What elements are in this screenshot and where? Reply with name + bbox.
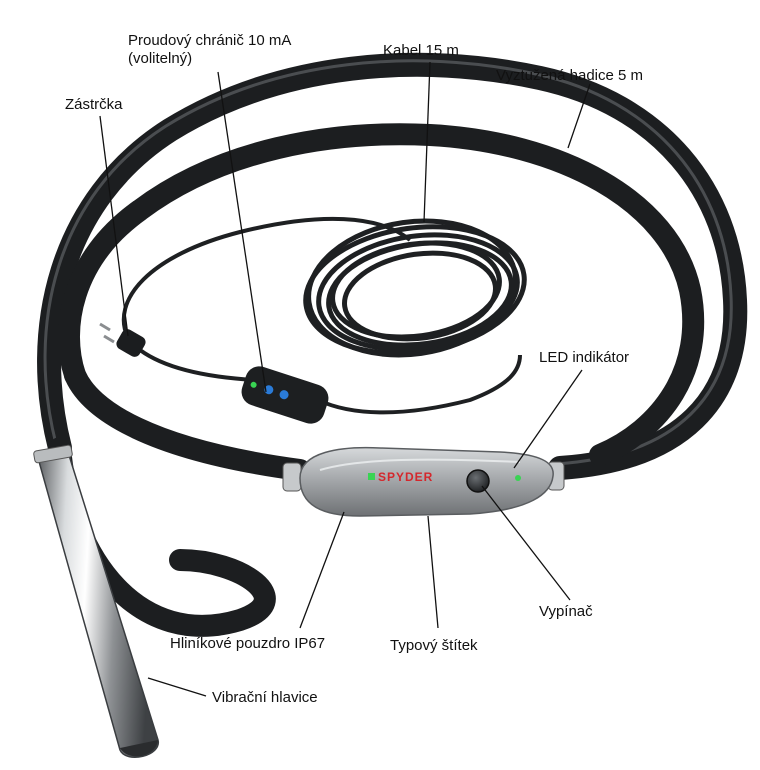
leader-hose: [567, 83, 591, 149]
rcd-reset-button-icon: [279, 390, 289, 400]
label-rcd: Proudový chránič 10 mA: [128, 32, 292, 49]
cable-coil: [303, 218, 527, 358]
label-plate: Typový štítek: [390, 637, 478, 654]
rcd-test-button-icon: [264, 385, 274, 395]
brand-logo-icon: [368, 473, 375, 480]
leader-led: [513, 369, 583, 469]
label-led: LED indikátor: [539, 349, 630, 366]
leader-switch: [481, 485, 571, 601]
leader-rcd: [217, 71, 267, 393]
label-plug: Zástrčka: [65, 96, 123, 113]
vibration-head: [33, 444, 159, 758]
rcd-unit: [241, 366, 329, 424]
led-indicator-icon: [515, 475, 521, 481]
leader-housing: [299, 511, 345, 629]
label-rcd-note: (volitelný): [128, 50, 193, 67]
leader-plate: [427, 515, 439, 629]
aluminium-housing: SPYDER: [282, 446, 565, 517]
label-housing: Hliníkové pouzdro IP67: [170, 635, 326, 652]
brand-text: SPYDER: [378, 470, 433, 484]
label-head: Vibrační hlavice: [212, 689, 318, 706]
label-rcd-group: Proudový chránič 10 mA (volitelný): [128, 32, 348, 68]
leader-cable: [423, 61, 431, 223]
power-switch-icon: [466, 469, 490, 493]
leader-plug: [99, 115, 129, 337]
label-switch: Vypínač: [539, 603, 593, 620]
rcd-led-icon: [250, 381, 257, 388]
plug: [99, 322, 146, 357]
leader-lines: [99, 61, 591, 697]
label-cable: Kabel 15 m: [383, 42, 459, 59]
leader-head: [147, 677, 207, 697]
power-cable: [121, 216, 522, 415]
label-hose: Vyztužená hadice 5 m: [496, 67, 644, 84]
